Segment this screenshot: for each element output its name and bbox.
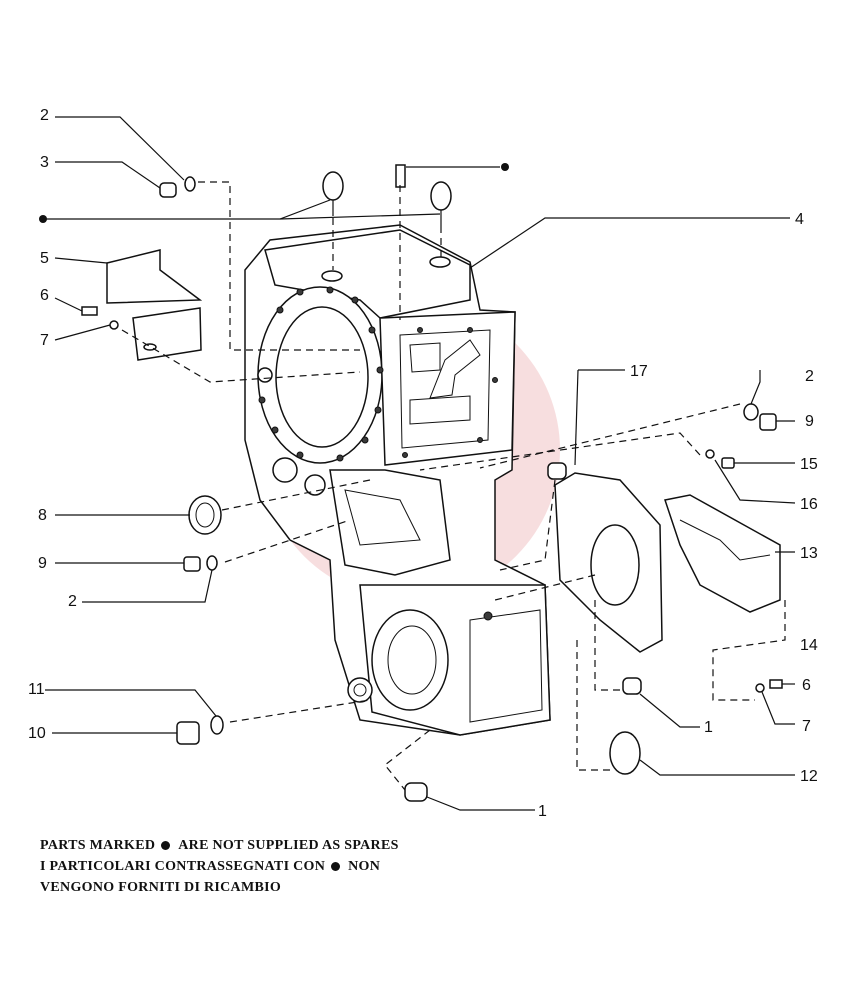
callout-2-top: 2 bbox=[40, 107, 49, 124]
seal-8 bbox=[188, 495, 222, 535]
callout-6-left: 6 bbox=[40, 287, 49, 304]
callout-1-right: 1 bbox=[704, 719, 713, 736]
legend-notes: PARTS MARKED ARE NOT SUPPLIED AS SPARES I… bbox=[40, 835, 399, 898]
washer-7a bbox=[109, 320, 119, 330]
plug-10 bbox=[176, 721, 200, 745]
legend-line-1: PARTS MARKED ARE NOT SUPPLIED AS SPARES bbox=[40, 835, 399, 856]
legend-line-1-a: PARTS MARKED bbox=[40, 838, 156, 853]
callout-2-left: 2 bbox=[68, 593, 77, 610]
bolt-6b bbox=[769, 679, 783, 689]
cover-plate-5 bbox=[106, 249, 203, 304]
lifting-eye-right bbox=[430, 181, 452, 226]
washer-7b bbox=[755, 683, 765, 693]
legend-line-2-a: I PARTICOLARI CONTRASSEGNATI CON bbox=[40, 859, 326, 874]
dowel-1a bbox=[622, 677, 642, 695]
callout-1-bottom: 1 bbox=[538, 803, 547, 820]
plug-3 bbox=[159, 182, 177, 198]
gasket-5 bbox=[132, 307, 202, 361]
callout-15: 15 bbox=[800, 456, 818, 473]
transmission-housing bbox=[244, 224, 551, 736]
callout-13: 13 bbox=[800, 545, 818, 562]
legend-line-2: I PARTICOLARI CONTRASSEGNATI CON NON bbox=[40, 856, 399, 877]
seal-ring-2c bbox=[743, 403, 759, 421]
callout-7-left: 7 bbox=[40, 332, 49, 349]
plug-15 bbox=[721, 457, 735, 469]
legend-line-1-b: ARE NOT SUPPLIED AS SPARES bbox=[178, 838, 399, 853]
callout-9-right: 9 bbox=[805, 413, 814, 430]
leader-lines bbox=[42, 116, 796, 811]
callout-6-right: 6 bbox=[802, 677, 811, 694]
callout-16: 16 bbox=[800, 496, 818, 513]
marker-dot-icon bbox=[161, 841, 171, 851]
callout-17: 17 bbox=[630, 363, 648, 380]
washer-16 bbox=[705, 449, 715, 459]
callout-10: 10 bbox=[28, 725, 46, 742]
callout-11: 11 bbox=[28, 681, 45, 698]
callout-7-right: 7 bbox=[802, 718, 811, 735]
dowel-17 bbox=[547, 462, 567, 480]
callout-8: 8 bbox=[38, 507, 47, 524]
callout-9-left: 9 bbox=[38, 555, 47, 572]
marker-dot-icon bbox=[331, 862, 341, 872]
marker-dot-icon bbox=[501, 163, 509, 171]
projection-lines bbox=[121, 181, 786, 791]
callout-14: 14 bbox=[800, 637, 818, 654]
callout-12: 12 bbox=[800, 768, 818, 785]
cover-13 bbox=[664, 494, 781, 613]
seal-ring-11 bbox=[210, 715, 224, 735]
callout-5: 5 bbox=[40, 250, 49, 267]
callout-labels: 2 3 5 6 7 8 9 2 11 10 4 17 2 9 15 16 13 … bbox=[28, 107, 818, 820]
dowel-1b bbox=[404, 782, 428, 802]
bolt-6a bbox=[81, 306, 98, 316]
cap-12 bbox=[609, 731, 641, 775]
legend-line-2-b: NON bbox=[348, 859, 381, 874]
seal-ring-2a bbox=[184, 176, 196, 192]
stud-pin bbox=[395, 164, 406, 188]
seal-ring-2b bbox=[206, 555, 218, 571]
plug-9a bbox=[183, 556, 201, 572]
callout-4: 4 bbox=[795, 211, 804, 228]
lifting-eye-left bbox=[322, 171, 344, 216]
legend-line-3: VENGONO FORNITI DI RICAMBIO bbox=[40, 880, 282, 895]
callout-3: 3 bbox=[40, 154, 49, 171]
marker-dot-icon bbox=[39, 215, 47, 223]
callout-2-right: 2 bbox=[805, 368, 814, 385]
plug-9b bbox=[759, 413, 777, 431]
